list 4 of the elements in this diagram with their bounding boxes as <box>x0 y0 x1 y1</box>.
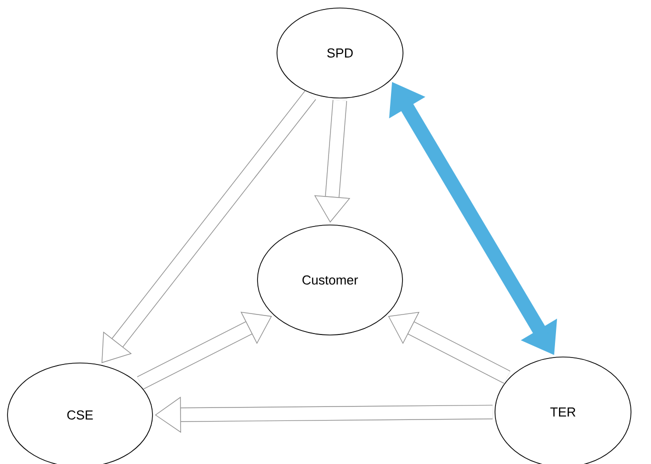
block-arrow <box>388 312 510 384</box>
block-arrow <box>137 312 272 390</box>
ellipse-node: SPD <box>276 8 404 98</box>
ellipse-node: Customer <box>257 224 403 336</box>
